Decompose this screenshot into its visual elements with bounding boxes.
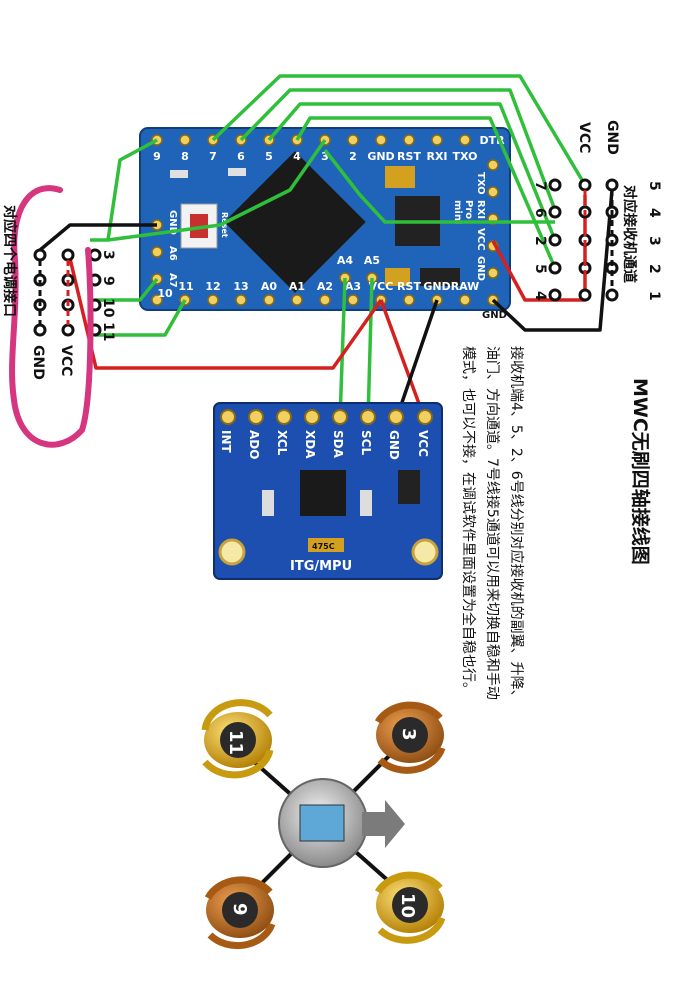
- receiver-wire-number: 2: [532, 236, 548, 246]
- motor-number: 10: [397, 893, 418, 918]
- receiver-channel-label: 对应接收机通道: [621, 185, 637, 283]
- pin-label: 6: [237, 150, 245, 163]
- reset-label: Reset: [220, 212, 229, 238]
- pin-label: TXO: [453, 150, 478, 163]
- pin-label: 2: [349, 150, 357, 163]
- motor-power-label: GND: [30, 345, 46, 380]
- receiver-channel-number: 1: [646, 291, 662, 301]
- pin-label: 12: [205, 280, 220, 293]
- gyro-board-name: ITG/MPU: [290, 559, 352, 574]
- pin-label: TXO: [475, 172, 486, 195]
- pin-label: 11: [178, 280, 193, 293]
- pin-label: GND: [423, 280, 450, 293]
- receiver-wire-number: 6: [532, 208, 548, 218]
- direction-arrow-icon: [362, 800, 405, 848]
- pin-label: VCC: [369, 280, 394, 293]
- pin-label: A6: [167, 246, 178, 261]
- receiver-channel-number: 5: [646, 181, 662, 191]
- motor-11: 11: [201, 699, 274, 779]
- pin-label: 5: [265, 150, 273, 163]
- pin-label: RST: [397, 150, 421, 163]
- arduino-board: 9 8 7 6 5 4 3 2 GND RST RXI TXO DTR 10 1…: [139, 127, 511, 321]
- description-line: 油门、方向通道。7号线接5通道可以用来切换自稳和手动: [484, 346, 500, 700]
- pin-label: GND: [482, 310, 507, 321]
- gyro-pin-label: XDA: [303, 430, 317, 459]
- motor-number: 3: [398, 728, 419, 741]
- pin-label: 7: [209, 150, 217, 163]
- motor-9: 9: [204, 876, 276, 950]
- gyro-pin-label: ADO: [247, 430, 261, 459]
- receiver-channel-number: 3: [646, 236, 662, 246]
- gyro-pin-label: VCC: [416, 430, 430, 457]
- board-text: mini: [452, 200, 463, 224]
- pin-label: 10: [157, 287, 173, 300]
- gyro-pin-label: GND: [387, 430, 401, 460]
- pin-label: RXI: [475, 200, 486, 219]
- pin-label: 8: [181, 150, 189, 163]
- pin-label: A4: [337, 254, 354, 267]
- gyro-board: INT ADO XCL XDA SDA SCL GND VCC ITG/MPU …: [213, 402, 443, 580]
- gyro-pin-label: SDA: [331, 430, 345, 459]
- pin-label: 4: [293, 150, 301, 163]
- description-line: 接收机端4、5、2、6号线分别对应接收机的副翼、升降、: [508, 346, 524, 704]
- pin-label: A0: [261, 280, 278, 293]
- pin-label: GND: [367, 150, 394, 163]
- board-text: Pro: [463, 200, 474, 219]
- gyro-pin-label: SCL: [359, 430, 373, 455]
- pin-label: 3: [321, 150, 329, 163]
- motor-pin-number: 10: [100, 298, 116, 318]
- receiver-power-label: VCC: [576, 122, 592, 153]
- motor-header: 3 9 10 11 VCC GND: [9, 185, 116, 448]
- receiver-wire-number: 7: [532, 181, 548, 191]
- receiver-channel-number: 4: [646, 208, 662, 218]
- esc-channel-label: 对应四个电调接口: [1, 205, 17, 317]
- pin-label: RST: [397, 280, 421, 293]
- receiver-power-label: GND: [604, 120, 620, 155]
- gyro-pin-label: XCL: [275, 430, 289, 456]
- motor-pin-number: 11: [100, 322, 116, 341]
- arduino-top-pins: [151, 134, 471, 146]
- gyro-chip-mark: 475C: [312, 542, 335, 551]
- motor-10: 10: [374, 871, 446, 944]
- description-line: 模式，也可以不接，在调试软件里面设置为全自稳也行。: [460, 346, 476, 696]
- receiver-wire-number: 5: [532, 264, 548, 274]
- pin-label: A2: [317, 280, 333, 293]
- pin-label: RXI: [426, 150, 447, 163]
- quad-illustration: 11 3 9 10: [201, 699, 446, 950]
- pin-label: GND: [475, 256, 486, 281]
- green-wires: [90, 74, 587, 421]
- pin-label: A7: [167, 273, 178, 288]
- pin-label: A5: [364, 254, 380, 267]
- pin-label: RAW: [451, 280, 480, 293]
- pin-label: VCC: [475, 228, 486, 250]
- motor-3: 3: [374, 701, 446, 774]
- gyro-chip: [300, 470, 346, 516]
- pin-label: A3: [345, 280, 361, 293]
- receiver-header: 7 6 2 5 4 GND VCC 5 4 3 2 1: [532, 120, 662, 302]
- gyro-pin-label: INT: [219, 430, 233, 454]
- receiver-channel-number: 2: [646, 264, 662, 274]
- pin-label: GND: [167, 210, 178, 235]
- motor-pin-number: 9: [100, 276, 116, 286]
- pin-label: 9: [153, 150, 161, 163]
- diagram-title: MWC无刷四轴接线图: [629, 378, 651, 565]
- pin-label: 13: [233, 280, 248, 293]
- motor-power-label: VCC: [58, 345, 74, 376]
- motor-pin-number: 3: [100, 250, 116, 260]
- motor-number: 11: [225, 730, 246, 755]
- highlight-ring: [9, 185, 94, 448]
- pin-label: A1: [289, 280, 305, 293]
- motor-number: 9: [229, 903, 250, 916]
- receiver-wire-number: 4: [532, 291, 548, 301]
